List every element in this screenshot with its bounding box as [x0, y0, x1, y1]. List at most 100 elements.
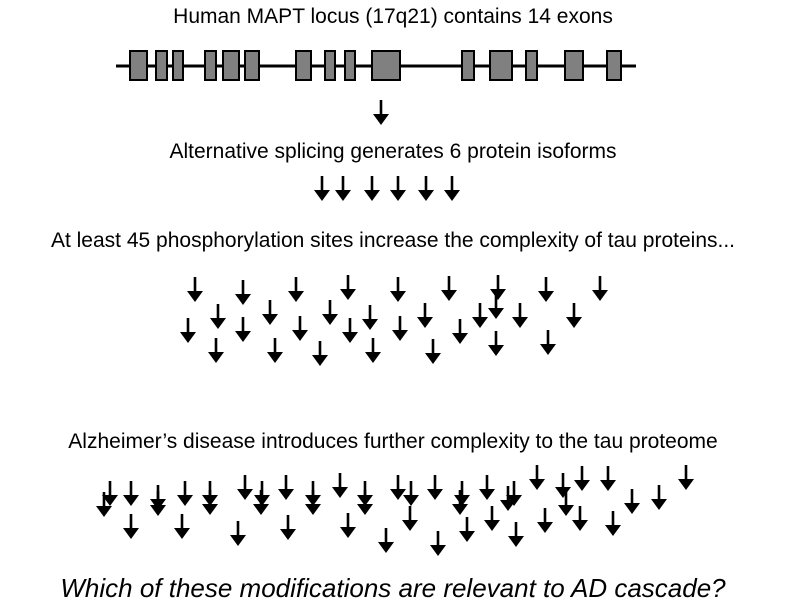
down-arrow-icon: [378, 528, 394, 553]
down-arrow-icon: [390, 277, 406, 302]
down-arrow-icon: [235, 317, 251, 342]
down-arrow-icon: [340, 275, 356, 300]
arrow-group: [96, 100, 694, 556]
down-arrow-icon: [574, 466, 590, 491]
down-arrow-icon: [427, 475, 443, 500]
down-arrow-icon: [364, 176, 380, 201]
down-arrow-icon: [373, 100, 389, 125]
down-arrow-icon: [538, 277, 554, 302]
down-arrow-icon: [187, 277, 203, 302]
locus-caption: Human MAPT locus (17q21) contains 14 exo…: [173, 5, 613, 28]
down-arrow-icon: [123, 514, 139, 539]
exon-box: [172, 50, 184, 81]
exon-box: [295, 50, 312, 81]
splicing-caption: Alternative splicing generates 6 protein…: [169, 140, 617, 163]
down-arrow-icon: [605, 511, 621, 536]
exon-box: [371, 50, 401, 81]
down-arrow-icon: [417, 303, 433, 328]
down-arrow-icon: [512, 303, 528, 328]
down-arrow-icon: [472, 303, 488, 328]
down-arrow-icon: [305, 490, 321, 515]
phosphorylation-caption: At least 45 phosphorylation sites increa…: [50, 229, 736, 252]
down-arrow-icon: [262, 300, 278, 325]
down-arrow-icon: [390, 475, 406, 500]
down-arrow-icon: [340, 513, 356, 538]
down-arrow-icon: [403, 481, 419, 506]
down-arrow-icon: [402, 506, 418, 531]
down-arrow-icon: [508, 522, 524, 547]
exon-box: [525, 50, 538, 81]
down-arrow-icon: [452, 490, 468, 515]
down-arrow-icon: [230, 521, 246, 546]
down-arrow-icon: [418, 176, 434, 201]
exon-box: [204, 50, 217, 81]
down-arrow-icon: [678, 465, 694, 490]
down-arrow-icon: [102, 481, 118, 506]
exon-box: [344, 50, 356, 81]
exon-box: [564, 50, 584, 81]
down-arrow-icon: [150, 491, 166, 516]
down-arrow-icon: [267, 338, 283, 363]
down-arrow-icon: [444, 176, 460, 201]
down-arrow-icon: [459, 517, 475, 542]
exon-box: [129, 50, 148, 81]
down-arrow-icon: [624, 489, 640, 514]
down-arrow-icon: [208, 338, 224, 363]
exon-box: [489, 50, 513, 81]
down-arrow-icon: [392, 316, 408, 341]
down-arrow-icon: [235, 280, 251, 305]
down-arrow-icon: [177, 481, 193, 506]
down-arrow-icon: [566, 303, 582, 328]
down-arrow-icon: [280, 515, 296, 540]
down-arrow-icon: [322, 300, 338, 325]
down-arrow-icon: [174, 514, 190, 539]
exon-box: [324, 50, 336, 81]
down-arrow-icon: [210, 304, 226, 329]
down-arrow-icon: [96, 492, 112, 517]
down-arrow-icon: [288, 277, 304, 302]
down-arrow-icon: [335, 176, 351, 201]
exon-group: [129, 50, 622, 81]
down-arrow-icon: [278, 475, 294, 500]
down-arrow-icon: [180, 318, 196, 343]
down-arrow-icon: [425, 339, 441, 364]
down-arrow-icon: [253, 490, 269, 515]
down-arrow-icon: [237, 475, 253, 500]
down-arrow-icon: [600, 466, 616, 491]
down-arrow-icon: [312, 341, 328, 366]
down-arrow-icon: [488, 331, 504, 356]
alzheimers-caption: Alzheimer’s disease introduces further c…: [68, 430, 718, 453]
down-arrow-icon: [529, 465, 545, 490]
down-arrow-icon: [452, 319, 468, 344]
down-arrow-icon: [484, 506, 500, 531]
down-arrow-icon: [651, 485, 667, 510]
down-arrow-icon: [479, 475, 495, 500]
down-arrow-icon: [540, 330, 556, 355]
down-arrow-icon: [558, 491, 574, 516]
down-arrow-icon: [592, 276, 608, 301]
down-arrow-icon: [292, 316, 308, 341]
down-arrow-icon: [365, 338, 381, 363]
down-arrow-icon: [390, 176, 406, 201]
down-arrow-icon: [537, 508, 553, 533]
exon-box: [461, 50, 475, 81]
down-arrow-icon: [490, 275, 506, 300]
down-arrow-icon: [572, 506, 588, 531]
question-caption: Which of these modifications are relevan…: [60, 573, 726, 603]
down-arrow-icon: [500, 486, 516, 511]
down-arrow-icon: [342, 318, 358, 343]
down-arrow-icon: [123, 481, 139, 506]
down-arrow-icon: [314, 176, 330, 201]
down-arrow-icon: [357, 490, 373, 515]
exon-box: [606, 50, 622, 81]
down-arrow-icon: [202, 490, 218, 515]
down-arrow-icon: [332, 473, 348, 498]
down-arrow-icon: [454, 481, 470, 506]
down-arrow-icon: [488, 294, 504, 319]
down-arrow-icon: [555, 473, 571, 498]
down-arrow-icon: [362, 305, 378, 330]
exon-box: [155, 50, 168, 81]
down-arrow-icon: [441, 276, 457, 301]
down-arrow-icon: [430, 531, 446, 556]
